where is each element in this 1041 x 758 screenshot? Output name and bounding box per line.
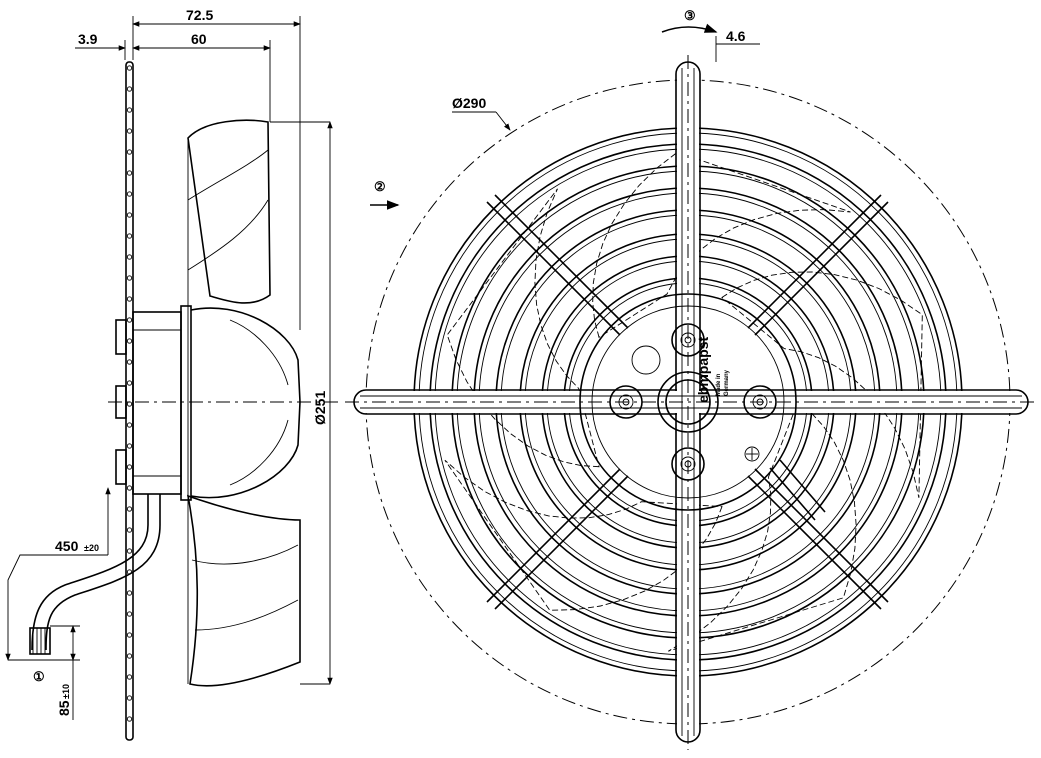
brand-line-1: Made in bbox=[716, 373, 722, 396]
plate-rivet bbox=[126, 653, 133, 659]
plate-rivet bbox=[126, 212, 133, 218]
front-view: ② ③ 4.6 Ø290 bbox=[345, 8, 1035, 750]
plate-rivet bbox=[126, 548, 133, 554]
dim-290: Ø290 bbox=[452, 95, 486, 111]
fan-blade bbox=[446, 188, 600, 468]
plate-rivet bbox=[126, 422, 133, 428]
plate-rivet bbox=[126, 632, 133, 638]
motor-hub bbox=[579, 293, 826, 521]
guard-plate bbox=[125, 61, 134, 741]
fan-blade bbox=[667, 401, 857, 652]
dim-450: 450 bbox=[55, 538, 79, 554]
plate-rivet bbox=[126, 107, 133, 113]
plate-rivet bbox=[126, 275, 133, 281]
fan-blade bbox=[721, 271, 923, 498]
dim-85: 85 bbox=[56, 700, 72, 716]
plate-rivet bbox=[126, 191, 133, 197]
rotation-direction-marker: ③ bbox=[661, 8, 718, 33]
plate-rivet bbox=[126, 380, 133, 386]
plate-rivet bbox=[126, 716, 133, 722]
mounting-bosses bbox=[609, 323, 777, 481]
plate-rivet bbox=[126, 296, 133, 302]
guard-cross-bars bbox=[345, 55, 1035, 750]
dim-251-line: Ø251 bbox=[312, 121, 333, 685]
brand-label: ebmpapst Made in Germany bbox=[695, 337, 730, 403]
plate-rivet bbox=[126, 65, 133, 71]
dim-85-tolerance: ±10 bbox=[61, 684, 71, 699]
plate-rivet bbox=[126, 464, 133, 470]
callout-3: ③ bbox=[684, 8, 696, 23]
plate-rivet bbox=[126, 128, 133, 134]
plate-rivet bbox=[126, 233, 133, 239]
dim-4-6: 4.6 bbox=[726, 28, 746, 44]
plate-rivet bbox=[126, 695, 133, 701]
plate-rivet bbox=[126, 485, 133, 491]
plate-rivet bbox=[126, 317, 133, 323]
guard-spokes bbox=[486, 194, 889, 610]
plate-rivet bbox=[126, 506, 133, 512]
callout-2: ② bbox=[374, 179, 386, 194]
plate-rivet bbox=[126, 149, 133, 155]
cable bbox=[29, 494, 161, 655]
airflow-direction-marker: ② bbox=[370, 179, 400, 210]
plate-rivet bbox=[126, 443, 133, 449]
brand-logo: ebmpapst bbox=[695, 337, 711, 403]
dim-290-leader: Ø290 bbox=[452, 95, 511, 131]
plate-rivet bbox=[126, 674, 133, 680]
brand-line-2: Germany bbox=[724, 369, 730, 396]
dim-72-5: 72.5 bbox=[186, 7, 213, 23]
plate-rivet bbox=[126, 590, 133, 596]
plate-rivet bbox=[126, 527, 133, 533]
side-view: 72.5 3.9 60 bbox=[5, 7, 340, 741]
dim-251: Ø251 bbox=[312, 391, 328, 425]
dim-85-line: 85 ±10 bbox=[8, 625, 80, 720]
fan-blade bbox=[592, 151, 851, 339]
fan-blades-side bbox=[186, 119, 330, 687]
dim-3-9: 3.9 bbox=[78, 31, 98, 47]
dim-60: 60 bbox=[191, 31, 207, 47]
plate-rivet bbox=[126, 359, 133, 365]
dim-4-6-line: 4.6 bbox=[715, 28, 760, 62]
plate-rivet bbox=[126, 86, 133, 92]
plate-rivet bbox=[126, 170, 133, 176]
motor-body bbox=[115, 305, 301, 501]
plate-rivet bbox=[126, 254, 133, 260]
dim-450-tolerance: ±20 bbox=[84, 543, 99, 553]
plate-rivet bbox=[126, 611, 133, 617]
plate-rivet bbox=[126, 338, 133, 344]
dim-450-line: 450 ±20 bbox=[5, 487, 111, 661]
top-dimension-lines: 72.5 3.9 60 bbox=[75, 7, 301, 330]
callout-1: ① bbox=[33, 669, 45, 684]
